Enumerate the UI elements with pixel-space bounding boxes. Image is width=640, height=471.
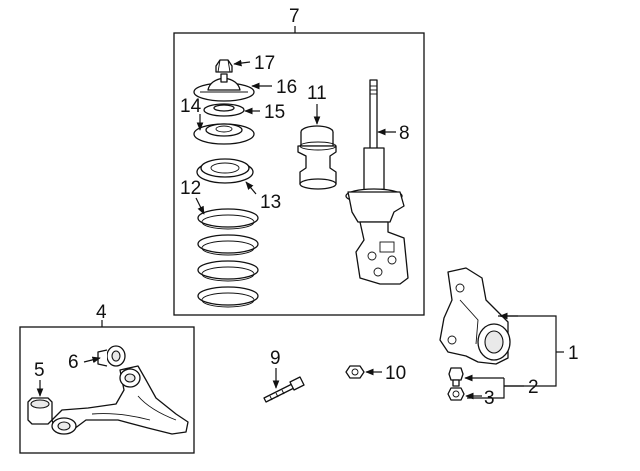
callout-16: 16 bbox=[276, 77, 297, 98]
strut-bump-stop[interactable] bbox=[297, 125, 337, 190]
callout-11: 11 bbox=[307, 83, 327, 104]
control-arm-rear-bushing[interactable] bbox=[27, 397, 53, 425]
leader-12 bbox=[195, 197, 205, 215]
steering-knuckle[interactable] bbox=[439, 267, 511, 365]
callout-8: 8 bbox=[399, 123, 410, 144]
strut-shock-absorber[interactable] bbox=[345, 79, 409, 285]
strut-assembly-group-box bbox=[173, 32, 425, 316]
callout-2: 2 bbox=[528, 377, 539, 398]
callout-13: 13 bbox=[260, 192, 281, 213]
strut-mount-nut[interactable] bbox=[215, 59, 233, 73]
strut-upper-mount[interactable] bbox=[193, 73, 255, 102]
callout-14: 14 bbox=[180, 96, 202, 117]
callout-3: 3 bbox=[484, 388, 495, 409]
leader-13 bbox=[245, 181, 257, 195]
callout-17: 17 bbox=[254, 53, 275, 74]
leader-1 bbox=[498, 315, 557, 387]
leader-17 bbox=[233, 59, 251, 67]
leader-2 bbox=[467, 378, 505, 399]
control-arm-group-box bbox=[19, 326, 195, 454]
callout-6: 6 bbox=[68, 352, 79, 373]
lower-control-arm[interactable] bbox=[51, 365, 189, 435]
callout-5: 5 bbox=[34, 360, 45, 381]
strut-bearing[interactable] bbox=[203, 103, 245, 117]
knuckle-nut[interactable] bbox=[447, 387, 465, 401]
coil-spring[interactable] bbox=[197, 208, 259, 308]
knuckle-bolt[interactable] bbox=[448, 367, 464, 387]
callout-9: 9 bbox=[270, 348, 281, 369]
spring-insulator[interactable] bbox=[196, 158, 254, 184]
callout-12: 12 bbox=[180, 178, 201, 199]
control-arm-front-bushing[interactable] bbox=[97, 345, 126, 367]
control-arm-bolt[interactable] bbox=[263, 376, 305, 403]
control-arm-nut[interactable] bbox=[345, 365, 365, 379]
callout-10: 10 bbox=[385, 363, 406, 384]
spring-upper-seat[interactable] bbox=[193, 123, 255, 145]
callout-4: 4 bbox=[96, 302, 107, 323]
callout-1: 1 bbox=[568, 343, 579, 364]
leader-6 bbox=[83, 356, 101, 364]
callout-15: 15 bbox=[264, 102, 285, 123]
callout-7: 7 bbox=[289, 6, 300, 27]
